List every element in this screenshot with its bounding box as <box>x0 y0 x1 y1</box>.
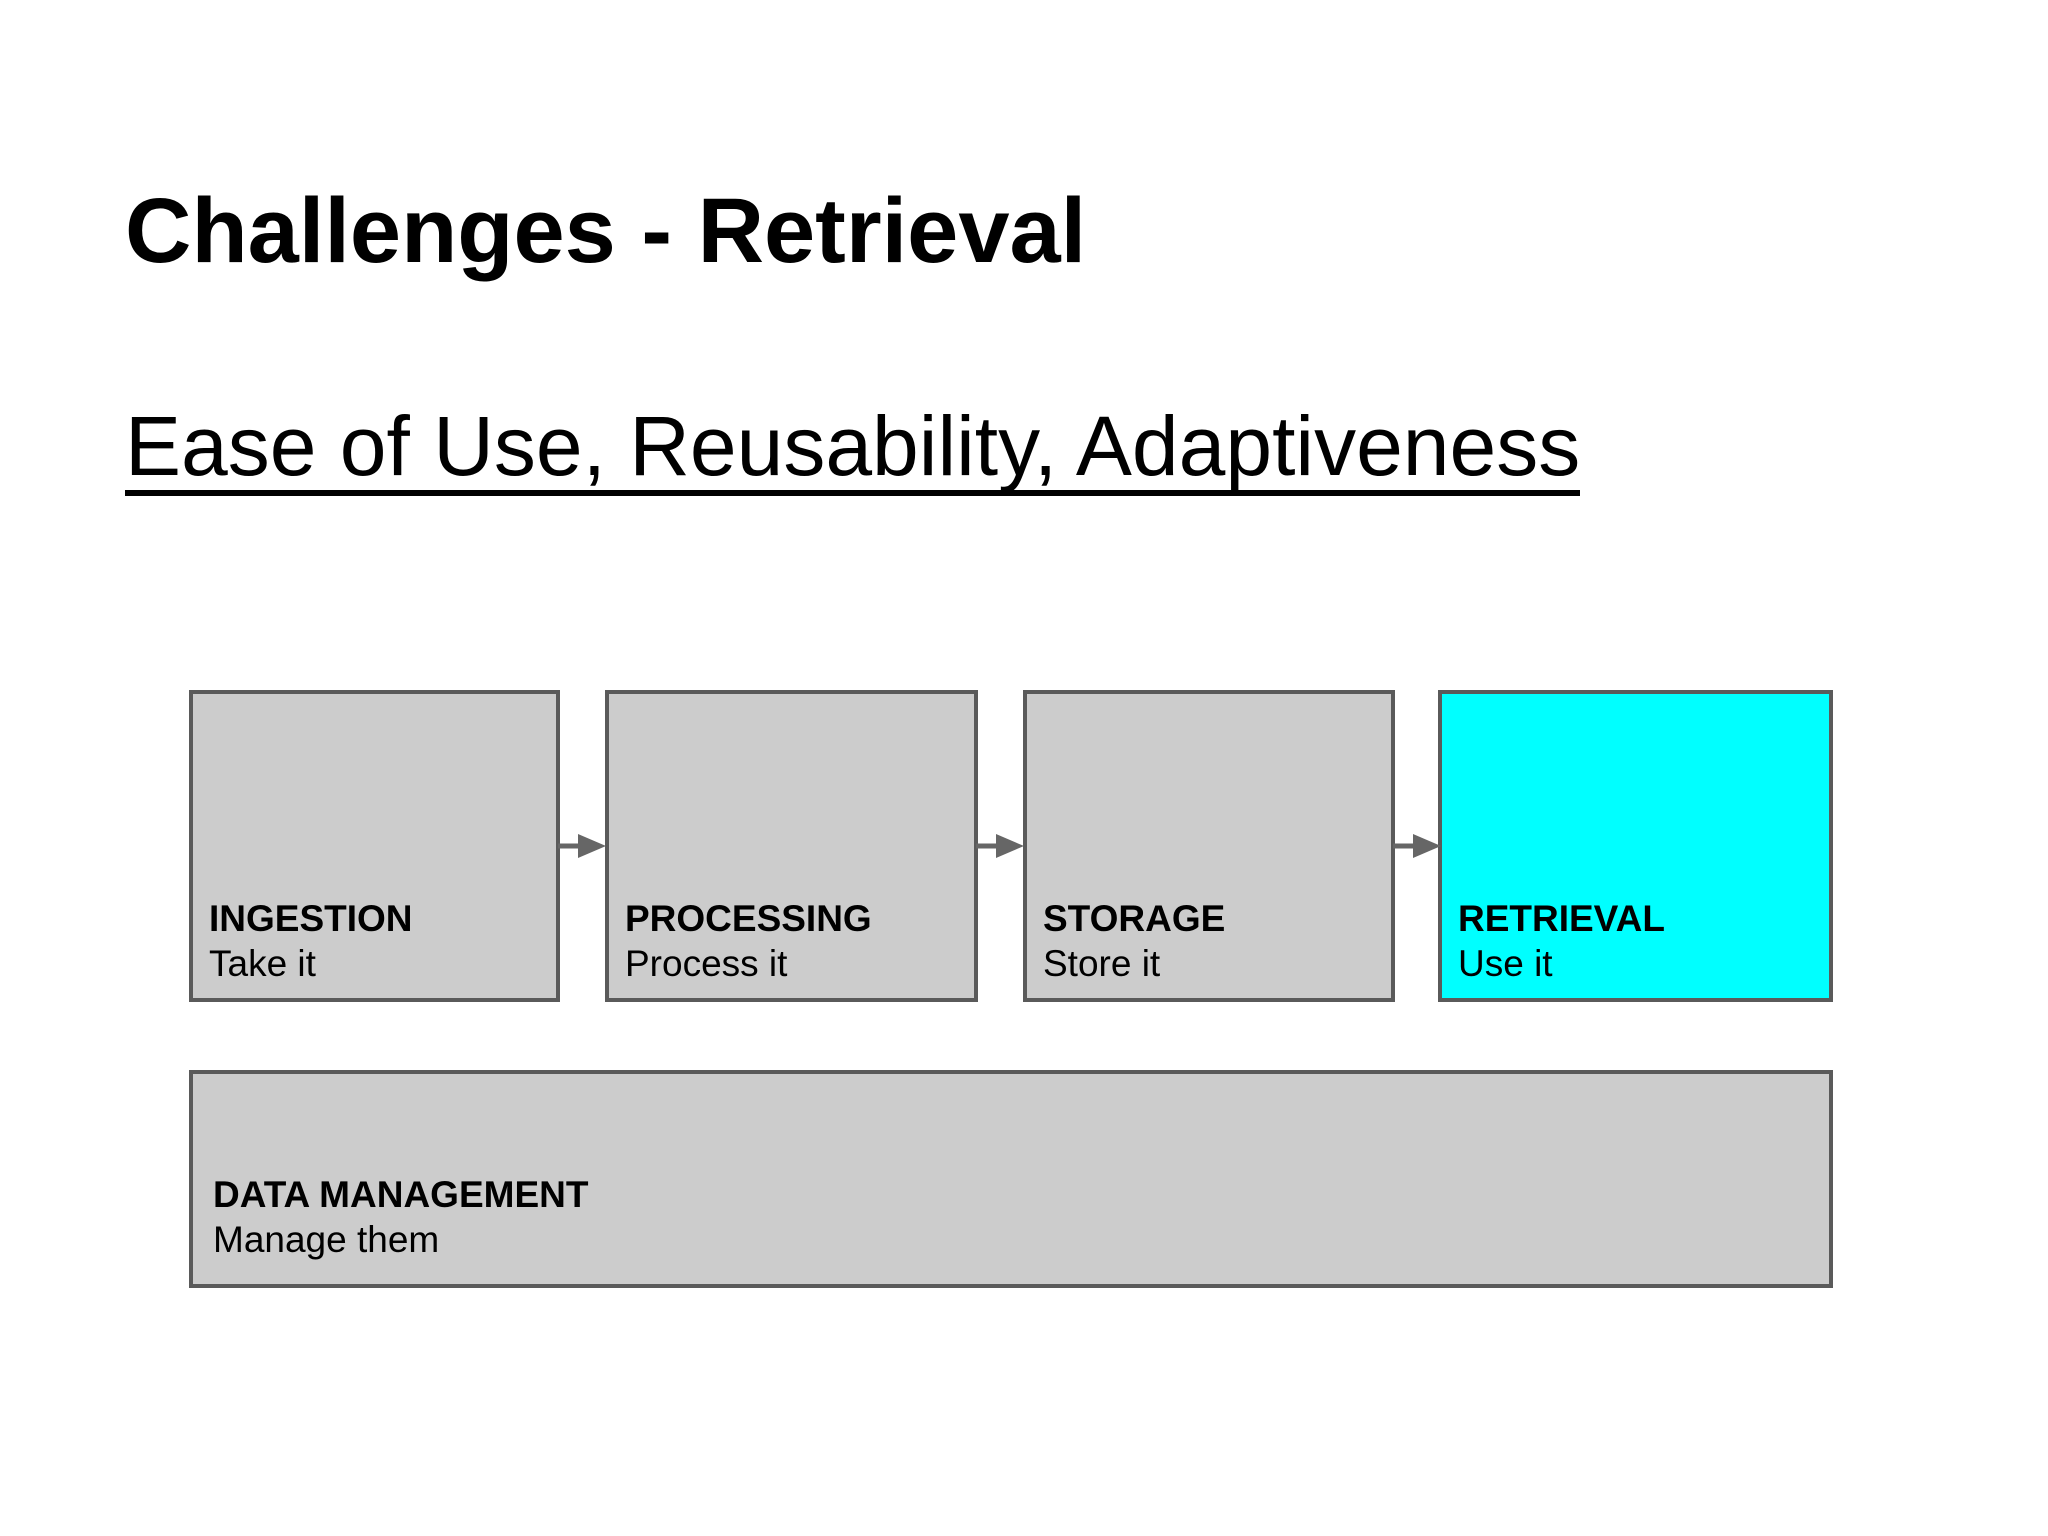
slide-subtitle: Ease of Use, Reusability, Adaptiveness <box>125 404 1581 496</box>
stage-box-processing: PROCESSING Process it <box>605 690 978 1002</box>
stage-label-processing: PROCESSING <box>625 898 872 939</box>
stage-box-storage: STORAGE Store it <box>1023 690 1395 1002</box>
data-management-label: DATA MANAGEMENT <box>213 1174 589 1215</box>
stage-box-retrieval-highlighted: RETRIEVAL Use it <box>1438 690 1833 1002</box>
data-management-box: DATA MANAGEMENT Manage them <box>189 1070 1833 1288</box>
arrow-shaft <box>558 843 582 849</box>
stage-label-ingestion: INGESTION <box>209 898 413 939</box>
arrow-right-icon <box>1393 690 1441 1002</box>
slide-title: Challenges - Retrieval <box>125 180 1087 282</box>
stage-sublabel-ingestion: Take it <box>209 943 316 984</box>
arrow-head <box>1413 834 1441 858</box>
arrow-right-icon <box>976 690 1024 1002</box>
slide-subtitle-text: Ease of Use, Reusability, Adaptiveness <box>125 404 1581 496</box>
arrow-head <box>996 834 1024 858</box>
data-management-sublabel: Manage them <box>213 1219 440 1260</box>
stage-label-storage: STORAGE <box>1043 898 1226 939</box>
pipeline-row: INGESTION Take it PROCESSING Process it … <box>189 690 1833 1002</box>
stage-sublabel-retrieval: Use it <box>1458 943 1553 984</box>
arrow-shaft <box>1393 843 1417 849</box>
arrow-right-icon <box>558 690 606 1002</box>
stage-sublabel-processing: Process it <box>625 943 788 984</box>
stage-box-ingestion: INGESTION Take it <box>189 690 560 1002</box>
arrow-head <box>578 834 606 858</box>
arrow-shaft <box>976 843 1000 849</box>
stage-sublabel-storage: Store it <box>1043 943 1161 984</box>
stage-label-retrieval: RETRIEVAL <box>1458 898 1665 939</box>
